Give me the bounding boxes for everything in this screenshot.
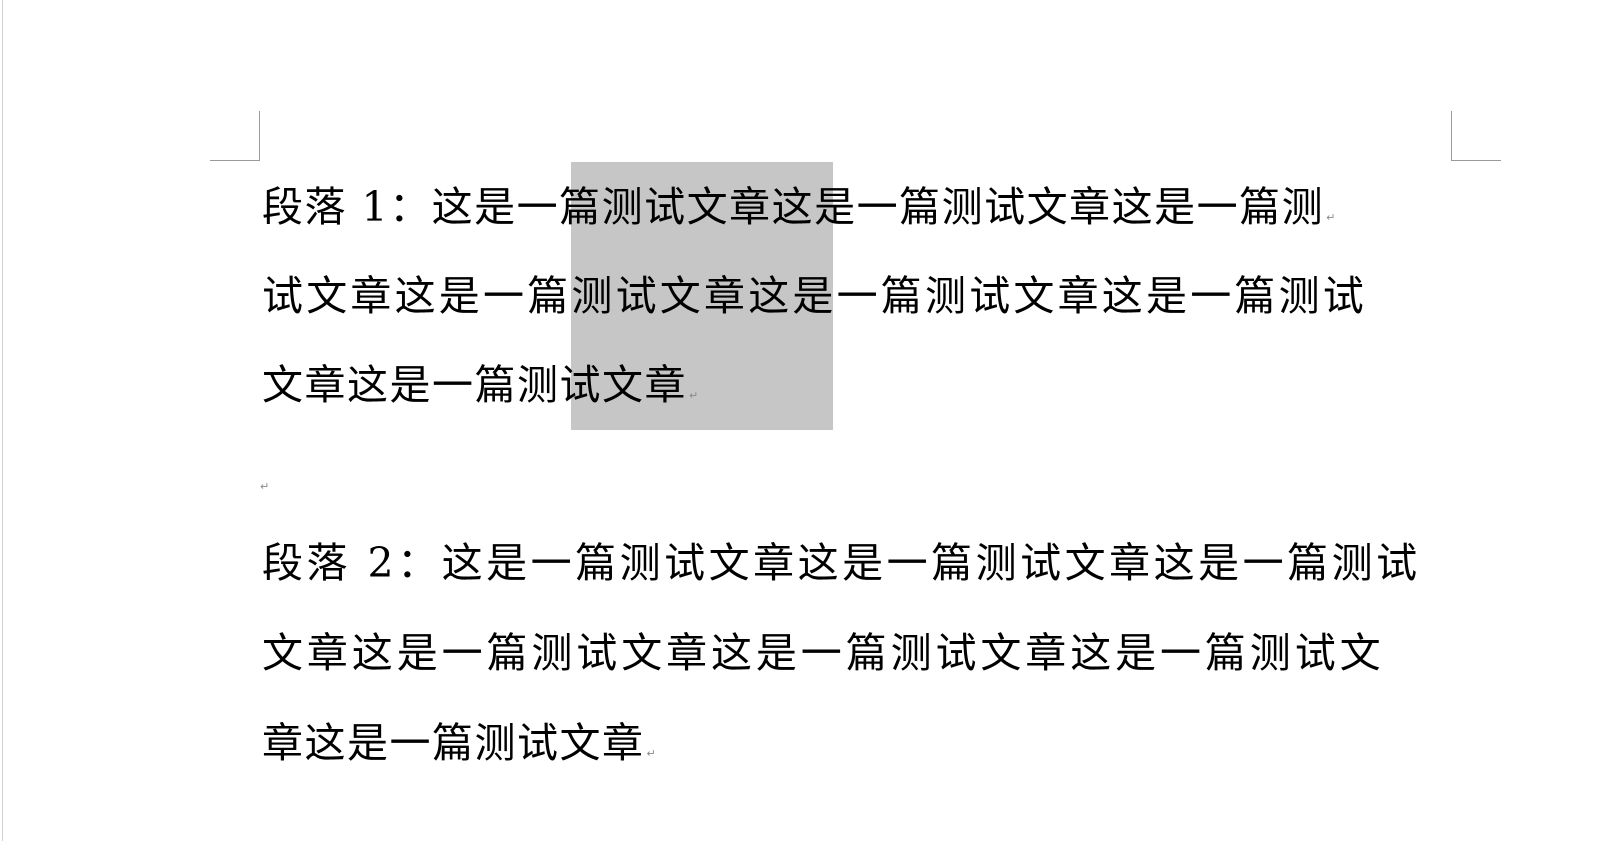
margin-mark-horizontal	[210, 160, 260, 161]
paragraph-mark: ↵	[646, 747, 658, 760]
paragraph-1-line-2[interactable]: 试文章这是一篇测试文章这是一篇测试文章这是一篇测试	[262, 266, 1367, 326]
paragraph-mark: ↵	[689, 389, 700, 402]
line-text: 段落 2：这是一篇测试文章这是一篇测试文章这是一篇测试	[262, 539, 1421, 587]
line-break-mark: ↵	[1326, 211, 1337, 224]
line-text: 章这是一篇测试文章	[262, 719, 645, 767]
line-text: 试文章这是一篇测试文章这是一篇测试文章这是一篇测试	[262, 272, 1367, 320]
paragraph-2-line-3[interactable]: 章这是一篇测试文章↵	[262, 713, 657, 773]
margin-mark-horizontal	[1451, 160, 1501, 161]
page-edge	[2, 0, 3, 841]
empty-paragraph-mark[interactable]: ↵	[260, 480, 270, 493]
paragraph-2-line-1[interactable]: 段落 2：这是一篇测试文章这是一篇测试文章这是一篇测试	[262, 533, 1421, 593]
paragraph-1-line-1[interactable]: 段落 1：这是一篇测试文章这是一篇测试文章这是一篇测↵	[262, 177, 1337, 237]
line-text: 段落 1：这是一篇测试文章这是一篇测试文章这是一篇测	[262, 183, 1325, 231]
paragraph-1-line-3[interactable]: 文章这是一篇测试文章↵	[262, 355, 700, 415]
line-text: 文章这是一篇测试文章这是一篇测试文章这是一篇测试文	[262, 629, 1385, 677]
margin-mark-vertical	[1451, 111, 1452, 161]
text-selection-highlight	[571, 162, 833, 430]
paragraph-2-line-2[interactable]: 文章这是一篇测试文章这是一篇测试文章这是一篇测试文	[262, 623, 1385, 683]
line-text: 文章这是一篇测试文章	[262, 361, 687, 409]
margin-mark-vertical	[259, 111, 260, 161]
